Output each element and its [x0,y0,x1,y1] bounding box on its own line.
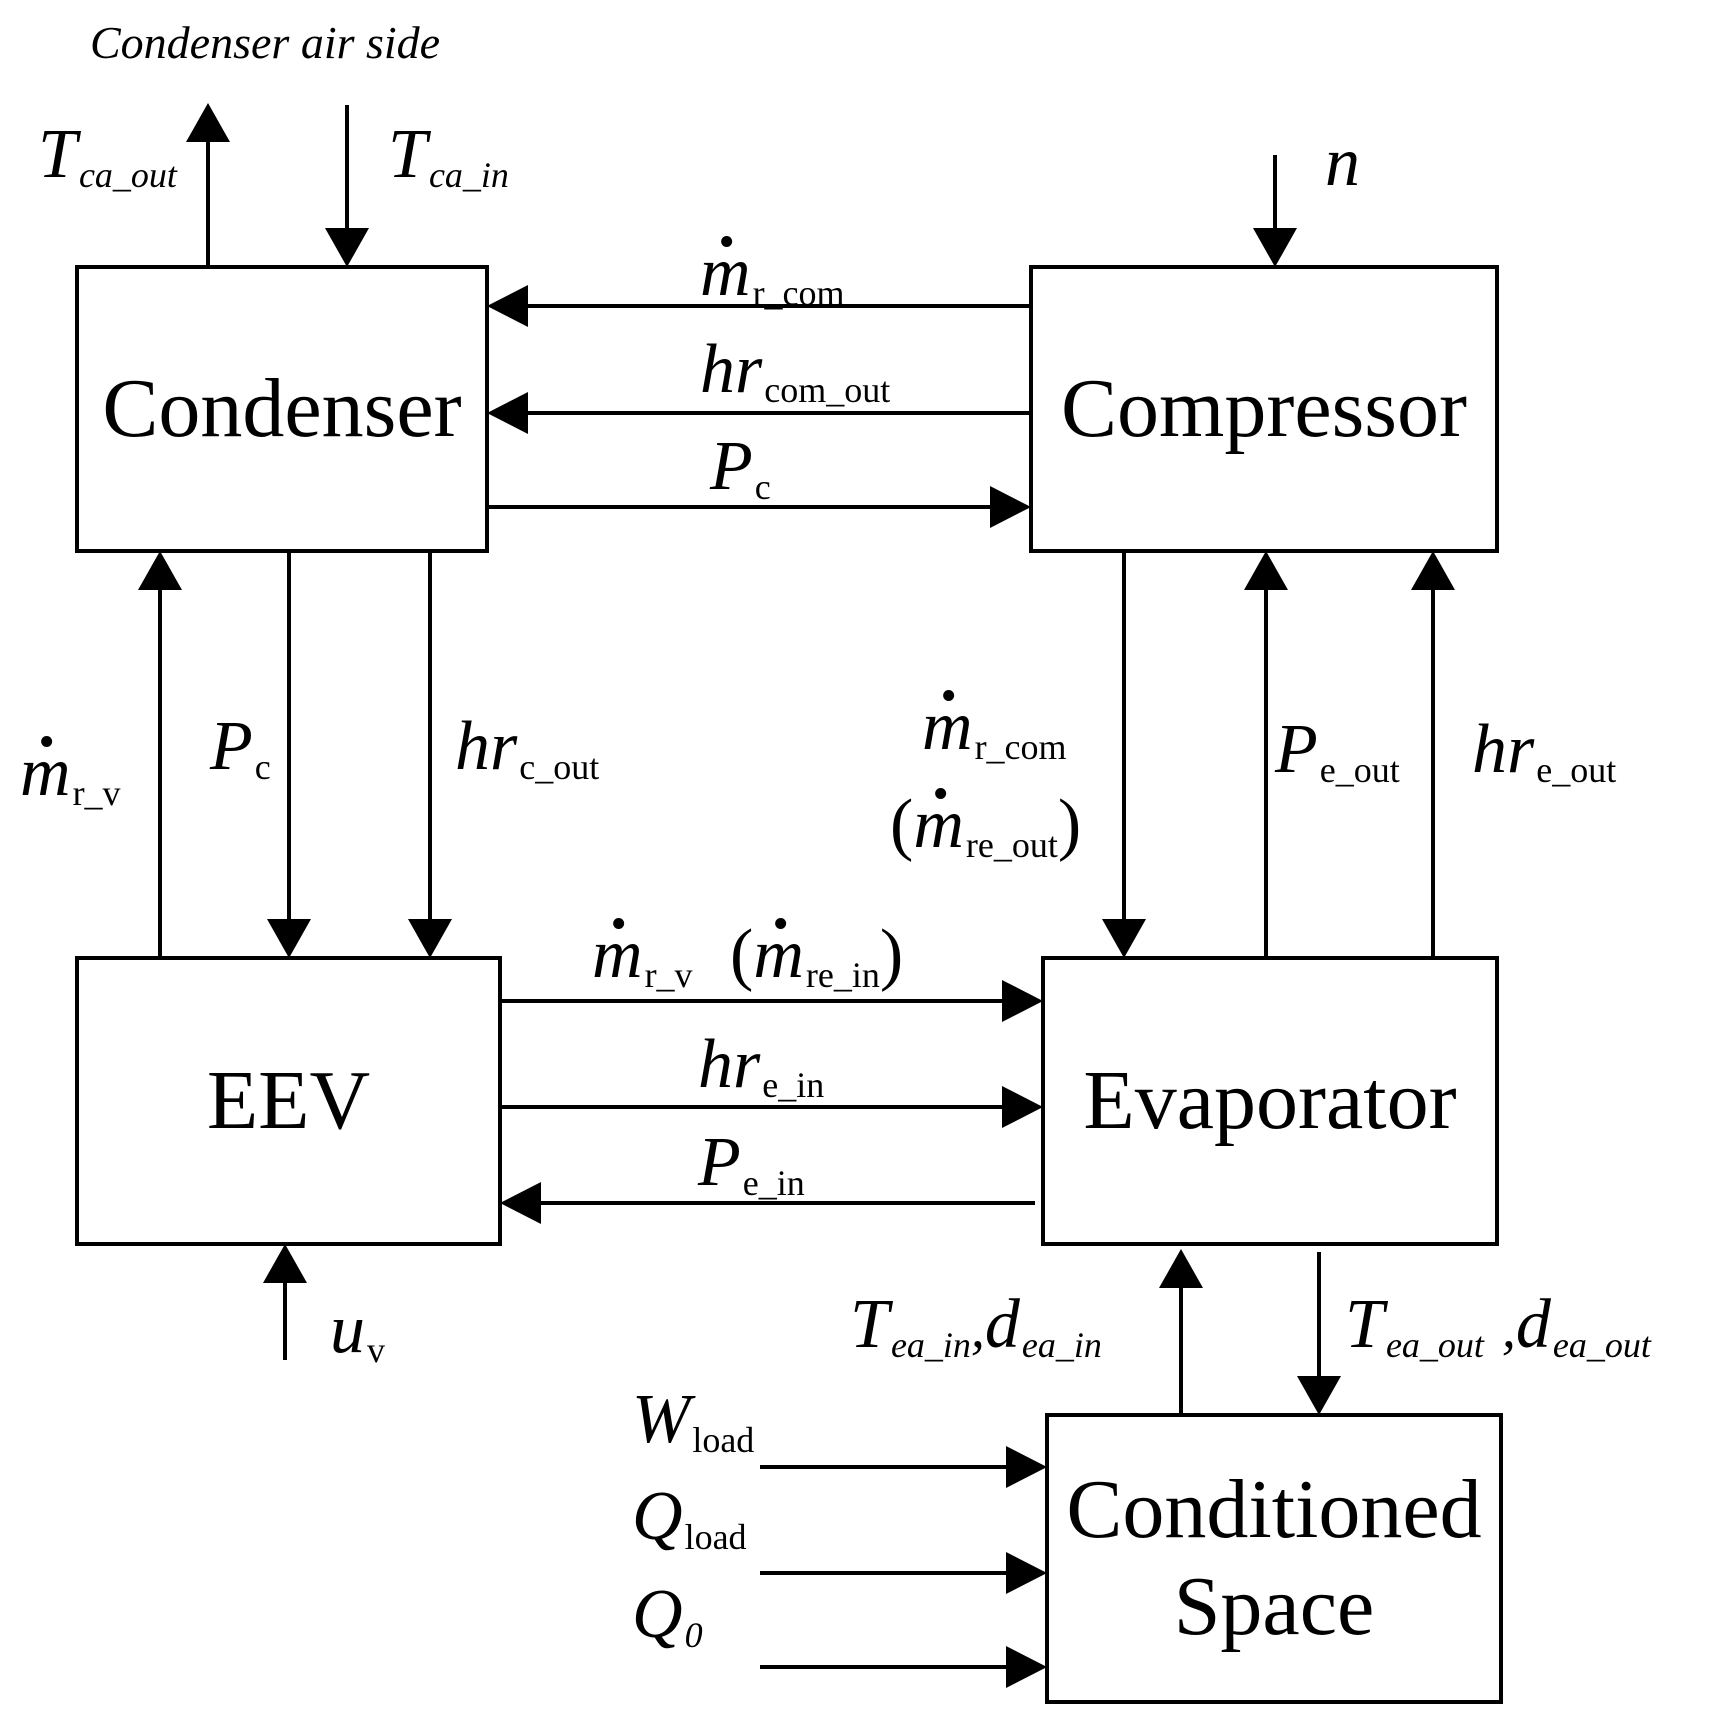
t-ca-out-label: Tca_out [38,116,177,195]
hr-com-out-arrowhead [487,392,528,434]
conditioned-space-label-line1: Conditioned [1066,1462,1482,1556]
compressor-title: Compressor [1031,267,1497,551]
hr-c-out-arrowhead [408,919,452,958]
p-c-top-arrowhead [990,486,1031,528]
w-load-label: Wload [632,1381,755,1460]
condenser-label: Condenser [102,361,462,455]
m-r-v-mid-arrowhead [1002,980,1043,1022]
conditioned-space-box [1045,1413,1503,1704]
q-load-arrowhead [1006,1552,1047,1594]
n-arrowhead [1253,228,1297,267]
t-ca-in-arrowhead [325,228,369,267]
conditioned-space-label-line2: Space [1173,1559,1375,1653]
p-e-in-label: Pe_in [698,1124,805,1203]
condenser-air-side-label: Condenser air side [90,17,441,68]
m-re-in-label: (mre_in) [730,916,904,995]
hr-e-in-arrowhead [1002,1086,1043,1128]
m-r-v-left-label: mr_v [20,734,121,813]
q-0-label: Q0 [632,1576,703,1655]
p-c-mid-arrowhead [267,919,311,958]
m-r-com-top-label: mr_com [700,234,845,313]
m-r-com-mid-arrowhead [1102,919,1146,958]
p-e-in-arrowhead [500,1182,541,1224]
evaporator-box [1041,956,1499,1246]
hr-e-in-label: hre_in [698,1026,825,1105]
u-v-label: uv [330,1291,385,1370]
hr-com-out-label: hrcom_out [700,331,891,410]
w-load-arrowhead [1006,1446,1047,1488]
evaporator-title: Evaporator [1043,958,1497,1244]
m-r-v-left-arrowhead [138,551,182,590]
q-0-arrowhead [1006,1646,1047,1688]
condenser-title: Condenser [77,267,487,551]
p-e-out-arrowhead [1244,551,1288,590]
hr-e-out-label: hre_out [1472,711,1617,790]
evaporator-label: Evaporator [1083,1053,1457,1147]
p-c-top-label: Pc [710,428,771,507]
conditioned-space-title: Conditioned Space [1047,1415,1501,1702]
compressor-label: Compressor [1061,361,1467,455]
t-ca-out-arrowhead [186,103,230,142]
p-c-mid-label: Pc [210,708,271,787]
t-ca-in-label: Tca_in [388,116,509,195]
m-re-out-label: (mre_out) [890,786,1082,865]
m-r-com-mid-label: mr_com [922,688,1067,767]
p-e-out-label: Pe_out [1275,711,1400,790]
t-ea-out-label: Tea_out,dea_out [1345,1286,1651,1365]
u-v-arrowhead [263,1244,307,1283]
eev-box [75,956,502,1246]
eev-label: EEV [206,1053,371,1147]
condenser-box [75,265,489,553]
t-ea-in-label: Tea_in,dea_in [850,1286,1102,1365]
n-label: n [1325,124,1360,201]
q-load-label: Qload [632,1478,747,1557]
m-r-com-top-arrowhead [487,285,528,327]
t-ea-out-arrowhead [1297,1376,1341,1415]
m-r-v-mid-label: mr_v [592,916,693,995]
eev-title: EEV [77,958,500,1244]
hr-c-out-label: hrc_out [455,708,600,787]
hr-e-out-arrowhead [1411,551,1455,590]
compressor-box [1029,265,1499,553]
t-ea-in-arrowhead [1159,1249,1203,1288]
